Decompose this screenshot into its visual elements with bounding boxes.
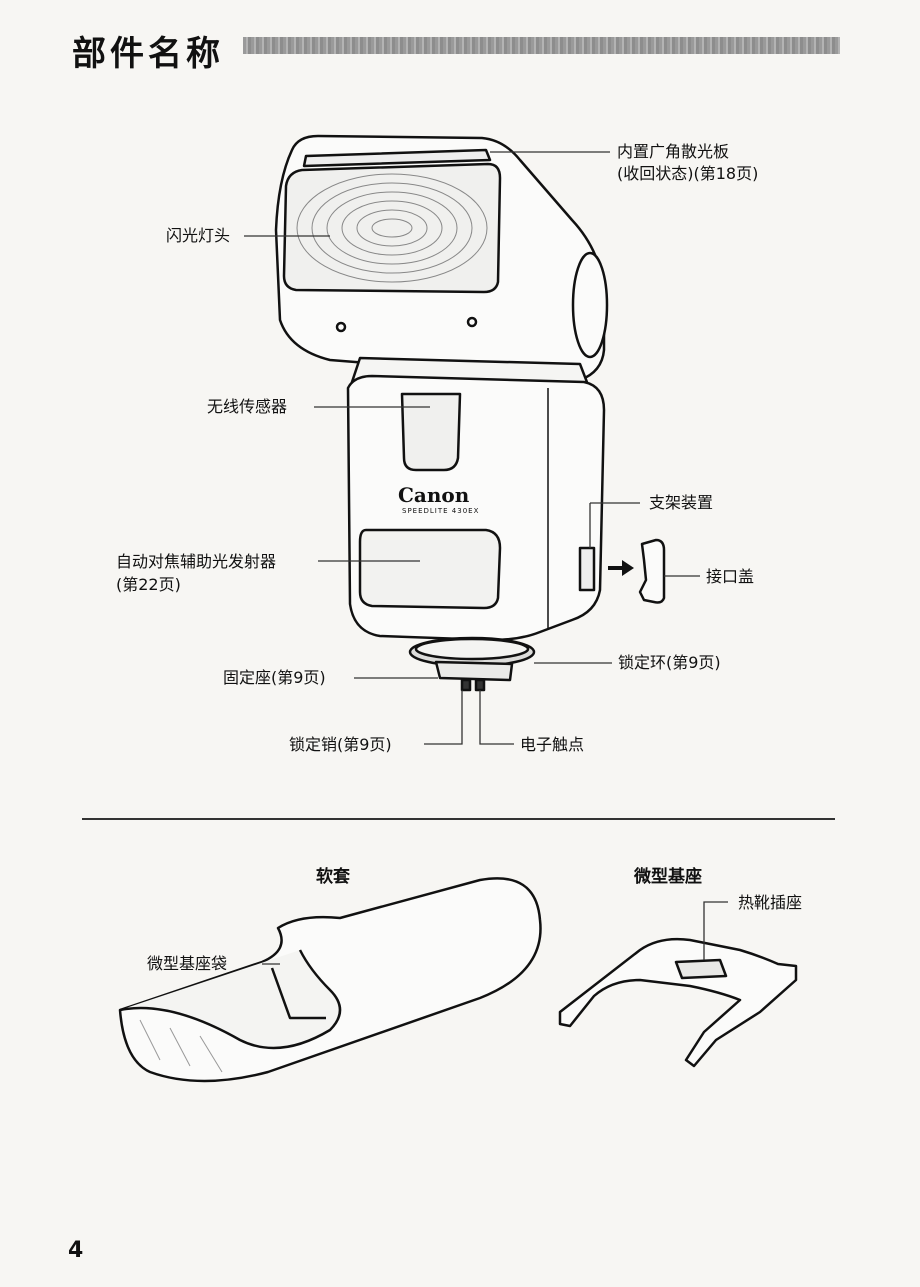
- section-divider: [82, 818, 835, 820]
- label-wide-panel: 内置广角散光板: [617, 142, 730, 161]
- label-bracket-mount: 支架装置: [649, 493, 714, 512]
- label-af-assist-ref: (第22页): [116, 575, 181, 594]
- label-lock-ring: 锁定环(第9页): [618, 653, 721, 672]
- label-wireless-sensor: 无线传感器: [207, 397, 288, 416]
- label-lock-pin: 锁定销(第9页): [289, 735, 392, 754]
- label-connector-cover: 接口盖: [706, 567, 755, 586]
- model-name: SPEEDLITE 430EX: [402, 507, 480, 515]
- label-hot-shoe: 热靴插座: [738, 893, 803, 912]
- page-title: 部件名称: [72, 34, 224, 74]
- label-flash-head: 闪光灯头: [166, 226, 231, 245]
- page-number: 4: [68, 1238, 84, 1263]
- label-contacts: 电子触点: [520, 735, 585, 754]
- label-mounting-foot: 固定座(第9页): [223, 668, 326, 687]
- brand-logo: Canon: [398, 483, 470, 507]
- mini-stand-title: 微型基座: [634, 867, 702, 887]
- soft-case-title: 软套: [316, 867, 350, 887]
- label-case-pocket: 微型基座袋: [147, 954, 228, 973]
- label-wide-panel-ref: (收回状态)(第18页): [617, 164, 759, 183]
- title-bar: [243, 37, 840, 54]
- label-af-assist: 自动对焦辅助光发射器: [116, 552, 277, 571]
